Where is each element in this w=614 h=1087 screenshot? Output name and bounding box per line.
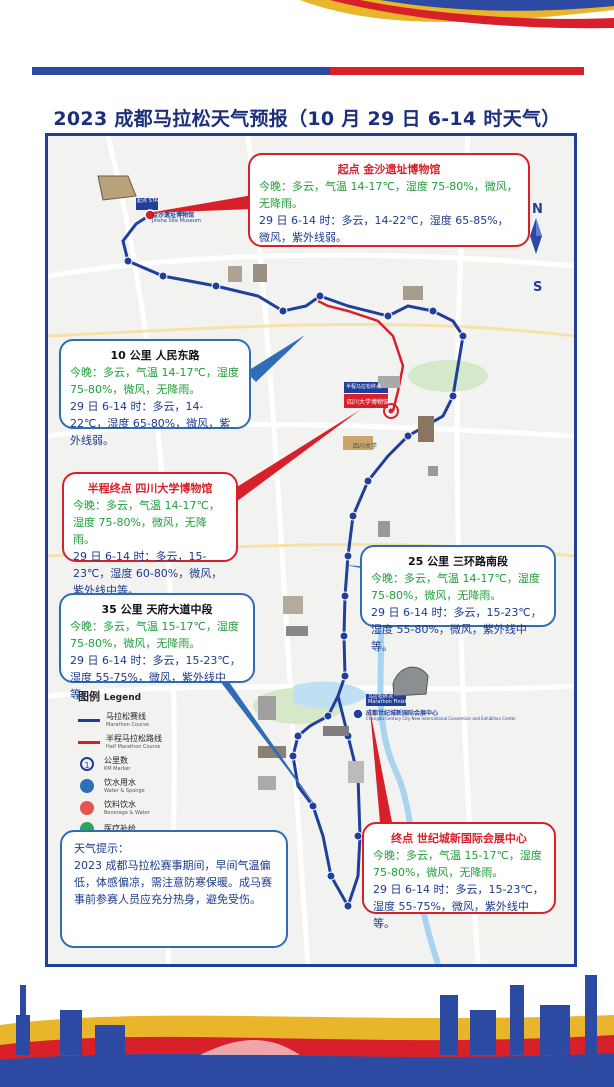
callout-start-day: 29 日 6-14 时：多云，14-22℃，湿度 65-85%，微风，紫外线弱。 xyxy=(259,214,509,244)
scu-label: 四川大学 xyxy=(353,443,378,450)
legend-title: 图例 Legend xyxy=(78,690,142,703)
weather-tips-body: 2023 成都马拉松赛事期间，早间气温偏低，体感偏凉，需注意防寒保暖。成马赛事前… xyxy=(74,859,272,906)
compass-north: N xyxy=(532,202,543,217)
callout-km25-tonight: 今晚：多云，气温 14-17℃，湿度 75-80%，微风，无降雨。 xyxy=(371,572,540,602)
callout-km25: 25 公里 三环路南段 今晚：多云，气温 14-17℃，湿度 75-80%，微风… xyxy=(360,545,556,653)
callout-km10-tonight: 今晚：多云，气温 14-17℃，湿度 75-80%，微风，无降雨。 xyxy=(70,366,239,396)
weather-tips: 天气提示： 2023 成都马拉松赛事期间，早间气温偏低，体感偏凉，需注意防寒保暖… xyxy=(60,830,288,948)
callout-half: 半程终点 四川大学博物馆 今晚：多云，气温 14-17℃，湿度 75-80%，微… xyxy=(62,472,238,597)
water-icon xyxy=(80,779,94,793)
callout-km35: 35 公里 天府大道中段 今晚：多云，气温 15-17℃，湿度 75-80%，微… xyxy=(59,593,255,701)
half-line-swatch xyxy=(78,740,100,744)
callout-km25-day: 29 日 6-14 时：多云，15-23℃，湿度 55-80%，微风，紫外线中等… xyxy=(371,606,542,653)
callout-half-title: 半程终点 四川大学博物馆 xyxy=(87,482,213,495)
callout-finish-title: 终点 世纪城新国际会展中心 xyxy=(391,832,527,845)
compass-south: S xyxy=(533,280,543,295)
callout-km35-day: 29 日 6-14 时：多云，15-23℃，湿度 55-75%，微风，紫外线中等… xyxy=(70,654,241,701)
km-marker-icon: 1 xyxy=(80,757,94,771)
callout-finish-day: 29 日 6-14 时：多云，15-23℃，湿度 55-75%，微风，紫外线中等… xyxy=(373,883,544,930)
marathon-route xyxy=(121,213,465,910)
callout-start: 起点 金沙遗址博物馆 今晚：多云，气温 14-17℃，湿度 75-80%，微风，… xyxy=(248,153,530,247)
callout-half-day: 29 日 6-14 时：多云，15-23℃，湿度 60-80%，微风，紫外线中等… xyxy=(73,550,223,597)
callout-km35-tonight: 今晚：多云，气温 15-17℃，湿度 75-80%，微风，无降雨。 xyxy=(70,620,239,650)
page-title: 2023 成都马拉松天气预报（10 月 29 日 6-14 时天气） xyxy=(53,108,561,130)
callout-km35-title: 35 公里 天府大道中段 xyxy=(101,603,213,616)
callout-start-tonight: 今晚：多云，气温 14-17℃，湿度 75-80%，微风，无降雨。 xyxy=(259,180,518,210)
finish-venue-label-en: Chengdu Century City New International C… xyxy=(366,716,516,721)
finish-venue-label: 成都世纪城新国际会展中心 xyxy=(366,710,439,717)
start-marker-label: 起点 START xyxy=(137,198,165,204)
header-banner xyxy=(32,0,614,75)
weather-tips-title: 天气提示： xyxy=(74,842,129,855)
callout-half-tonight: 今晚：多云，气温 14-17℃，湿度 75-80%，微风，无降雨。 xyxy=(73,499,220,546)
callout-finish-tonight: 今晚：多云，气温 15-17℃，湿度 75-80%，微风，无降雨。 xyxy=(373,849,542,879)
start-venue-label: 金沙遗址博物馆 xyxy=(152,212,195,219)
marathon-line-swatch xyxy=(78,718,100,722)
half-finish-sign: 半程马拉松终点 xyxy=(346,384,382,390)
callout-finish: 终点 世纪城新国际会展中心 今晚：多云，气温 15-17℃，湿度 75-80%，… xyxy=(362,822,556,930)
callout-km10-title: 10 公里 人民东路 xyxy=(110,349,200,362)
callout-km25-title: 25 公里 三环路南段 xyxy=(408,555,508,568)
half-finish-venue-label: 四川大学博物馆 xyxy=(347,399,390,406)
callout-start-title: 起点 金沙遗址博物馆 xyxy=(337,163,441,176)
beverage-icon xyxy=(80,801,94,815)
callout-km10: 10 公里 人民东路 今晚：多云，气温 14-17℃，湿度 75-80%，微风，… xyxy=(59,339,251,447)
callout-km10-day: 29 日 6-14 时：多云，14-22℃，湿度 65-80%，微风，紫外线弱。 xyxy=(70,400,231,447)
start-venue-label-en: Jinsha Site Museum xyxy=(152,218,201,224)
footer-skyline xyxy=(0,975,614,1087)
